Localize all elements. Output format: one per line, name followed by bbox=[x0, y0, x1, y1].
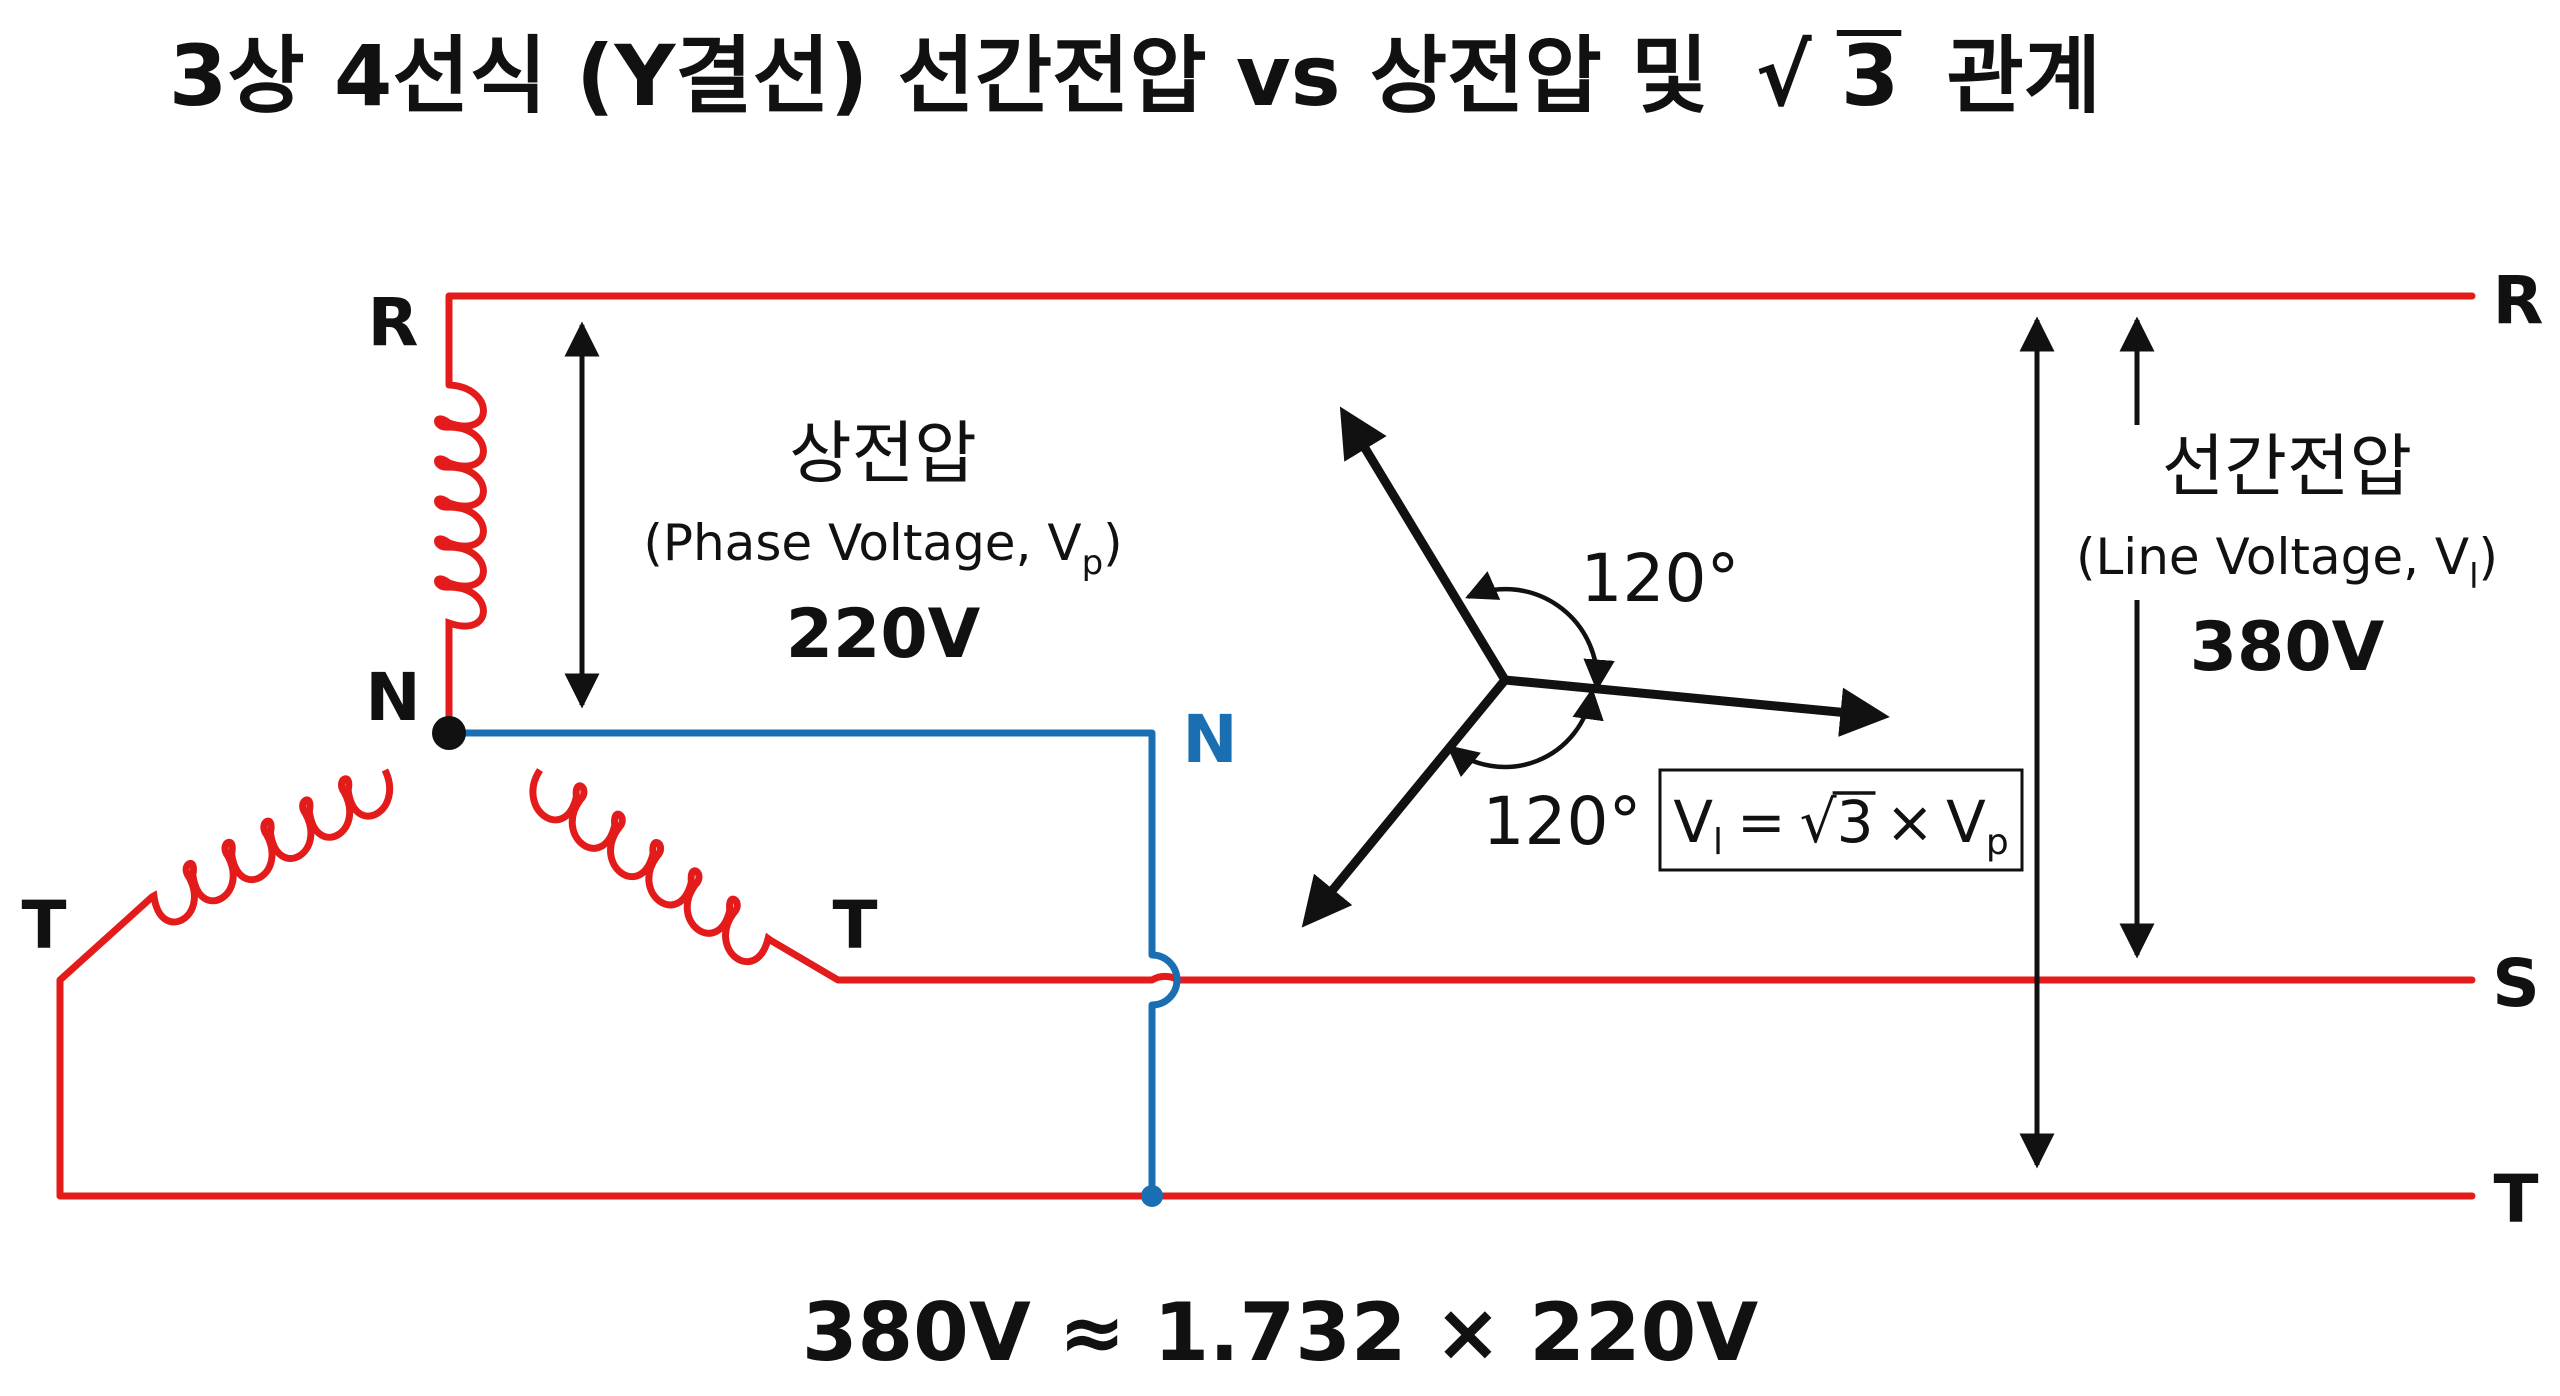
neutral-star-point bbox=[432, 716, 466, 750]
terminal-t-mid: T bbox=[832, 887, 877, 964]
wire-t-line bbox=[56, 893, 2476, 1200]
svg-text:3상 4선식 (Y결선) 선간전압 vs 상전압 및: 3상 4선식 (Y결선) 선간전압 vs 상전압 및 √ 3 관계 bbox=[169, 27, 2101, 125]
phasor-vector-up bbox=[1339, 406, 1509, 683]
terminal-t-left: T bbox=[21, 887, 66, 964]
terminal-r-left: R bbox=[368, 284, 419, 361]
terminal-r-right: R bbox=[2493, 262, 2544, 339]
phase-voltage-label-en: (Phase Voltage, Vp) bbox=[643, 514, 1122, 583]
terminal-n-left: N bbox=[365, 659, 420, 736]
wire-s-line bbox=[766, 936, 2476, 984]
phasor-angle-arc-top bbox=[1465, 571, 1615, 692]
line-voltage-label: 선간전압 (Line Voltage, Vl) 380V bbox=[2076, 428, 2498, 687]
phasor-angle-bottom: 120° bbox=[1483, 783, 1642, 860]
phase-voltage-value: 220V bbox=[786, 595, 981, 674]
formula-text: Vl=√3×Vp bbox=[1673, 788, 2008, 863]
wire-r-line bbox=[445, 292, 2476, 389]
phasor-angle-top: 120° bbox=[1581, 540, 1740, 617]
title-suffix: 관계 bbox=[1947, 27, 2102, 125]
formula-box-border bbox=[1658, 768, 2024, 872]
title: 3상 4선식 (Y결선) 선간전압 vs 상전압 및 √ 3 관계 bbox=[169, 27, 2101, 125]
phase-wires bbox=[56, 292, 2476, 1200]
terminal-labels: R N T T N R S T bbox=[21, 262, 2543, 1238]
coil-r-phase bbox=[434, 381, 487, 630]
line-voltage-value: 380V bbox=[2190, 608, 2385, 687]
formula-box: Vl=√3×Vp bbox=[1658, 768, 2024, 872]
line-voltage-label-ko: 선간전압 bbox=[2162, 428, 2412, 507]
phasor-angle-arc-bottom bbox=[1446, 687, 1604, 778]
title-prefix: 3상 4선식 (Y결선) 선간전압 vs 상전압 및 bbox=[169, 27, 1708, 125]
neutral-junction-dot bbox=[1141, 1185, 1163, 1207]
phasor-angle-labels: 120° 120° bbox=[1483, 540, 1740, 860]
phase-voltage-label: 상전압 (Phase Voltage, Vp) 220V bbox=[643, 415, 1122, 674]
wire-neutral bbox=[445, 729, 1181, 1200]
line-voltage-label-en: (Line Voltage, Vl) bbox=[2076, 528, 2498, 597]
bottom-equation: 380V ≈ 1.732 × 220V bbox=[802, 1286, 1758, 1379]
title-sqrt-number: 3 bbox=[1841, 27, 1899, 125]
neutral-wire bbox=[445, 729, 1181, 1200]
coil-t-phase bbox=[150, 768, 394, 926]
coil-s-phase bbox=[529, 768, 773, 965]
terminal-s-right: S bbox=[2492, 945, 2540, 1022]
formula-sqrt-number: 3 bbox=[1837, 788, 1874, 856]
terminal-n-blue: N bbox=[1182, 701, 1237, 778]
phasor-vector-right bbox=[1504, 675, 1890, 737]
phase-voltage-label-ko: 상전압 bbox=[789, 415, 977, 494]
phasor-vector-down bbox=[1301, 677, 1509, 928]
formula-sqrt-sign: √ bbox=[1800, 788, 1837, 856]
phasor-diagram bbox=[1301, 406, 1890, 928]
terminal-t-right: T bbox=[2493, 1161, 2538, 1238]
title-sqrt-sign: √ bbox=[1756, 27, 1813, 125]
